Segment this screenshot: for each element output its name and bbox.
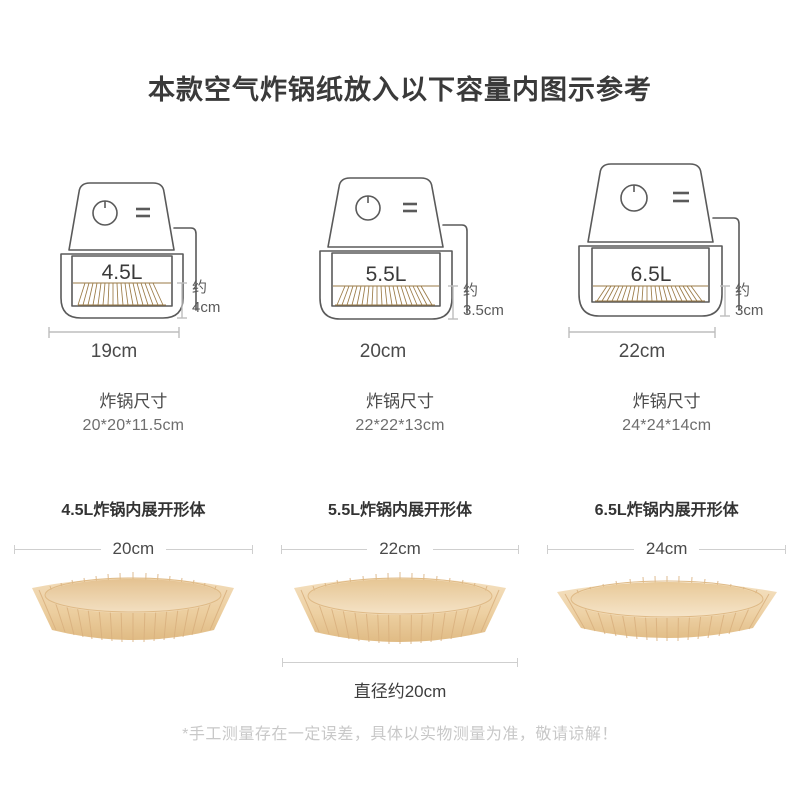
fryer-height-label-3: 3cm: [735, 302, 763, 319]
fryer-width-label-3: 22cm: [618, 341, 664, 362]
dimension-segment-left: [280, 544, 368, 554]
dimension-segment-left: [14, 544, 101, 554]
fryer-spec-title-1: 炸锅尺寸: [99, 392, 168, 411]
footer-disclaimer: *手工测量存在一定误差，具体以实物测量为准，敬请谅解！: [182, 726, 618, 743]
liner-heading-2: 5.5L炸锅内展开形体: [327, 502, 473, 519]
fryer-top-body-1: [68, 182, 176, 251]
fryer-top-body-2: [327, 177, 444, 248]
vent-lines-icon-1: [136, 207, 151, 218]
dimension-segment-right: [166, 544, 253, 554]
dimension-segment-right: [432, 544, 520, 554]
fryer-column-1: 4.5L 约 4cm 19cm: [0, 150, 267, 450]
fryer-column-3: 6.5L 约 3cm 22cm: [533, 150, 800, 450]
dial-knob-icon-2: [355, 195, 381, 221]
fryer-height-dimension-1: [177, 282, 188, 319]
paper-liner-fan-1: [73, 282, 172, 306]
fryer-height-dimension-2: [448, 285, 458, 320]
fryer-height-label-1: 4cm: [192, 299, 220, 316]
diameter-label: 直径约20cm: [353, 682, 447, 701]
liner-width-dimension-3: 24cm: [547, 539, 787, 558]
diameter-dimension-bar: [282, 653, 518, 671]
page-title: 本款空气炸锅纸放入以下容量内图示参考: [148, 75, 652, 105]
liner-width-label-1: 20cm: [112, 539, 155, 558]
fryer-diagram-1: 4.5L 约 4cm 19cm: [33, 150, 233, 380]
liner-width-dimension-1: 20cm: [14, 539, 253, 558]
fryer-spec-1: 炸锅尺寸 20*20*11.5cm: [0, 390, 267, 438]
liner-heading-3: 6.5L炸锅内展开形体: [594, 502, 739, 519]
dimension-segment-left: [547, 544, 634, 554]
fryer-spec-title-2: 炸锅尺寸: [366, 392, 434, 411]
fryer-basket-inner-3: [590, 247, 710, 303]
liner-column-1: 4.5L炸锅内展开形体 20cm: [0, 500, 267, 658]
fryer-basket-inner-1: [71, 255, 174, 307]
fryer-height-prefix-1: 约: [192, 279, 207, 296]
fryer-width-dimension-3: [567, 327, 716, 338]
fryer-width-label-1: 19cm: [91, 341, 137, 362]
fryer-spec-value-1: 20*20*11.5cm: [82, 417, 185, 434]
fryer-width-dimension-1: [48, 327, 181, 338]
fryer-top-body-3: [586, 163, 714, 243]
fryer-handle-1: [173, 227, 198, 311]
paper-liner-image-3: [556, 575, 777, 642]
paper-liner-fan-3: [592, 285, 708, 302]
fryer-spec-title-3: 炸锅尺寸: [632, 392, 701, 411]
fryer-capacity-label-1: 4.5L: [102, 261, 143, 284]
fryer-illustration-2: 5.5L 约 3.5cm 20cm: [319, 177, 504, 362]
fryer-handle-3: [711, 217, 740, 311]
fryer-capacity-label-2: 5.5L: [366, 263, 407, 286]
dimension-segment-right: [699, 544, 787, 554]
vent-lines-icon-3: [672, 191, 689, 203]
fryer-height-dimension-3: [719, 285, 730, 317]
vent-lines-icon-2: [403, 202, 417, 213]
fryer-spec-value-3: 24*24*14cm: [622, 417, 712, 434]
fryer-illustration-1: 4.5L 约 4cm 19cm: [48, 182, 221, 362]
liner-width-label-2: 22cm: [379, 539, 421, 558]
fryer-basket-outer-2: [319, 250, 453, 320]
liner-row: 4.5L炸锅内展开形体 20cm: [0, 500, 800, 658]
fryer-height-prefix-2: 约: [463, 282, 478, 299]
liner-column-3: 6.5L炸锅内展开形体 24cm: [533, 500, 800, 658]
fryer-spec-3: 炸锅尺寸 24*24*14cm: [533, 390, 800, 438]
liner-width-label-3: 24cm: [645, 539, 688, 558]
fryer-spec-2: 炸锅尺寸 22*22*13cm: [267, 390, 534, 438]
fryer-diagram-3: 6.5L 约 3cm 22cm: [557, 150, 777, 380]
liner-width-dimension-2: 22cm: [280, 539, 520, 558]
dial-knob-icon-3: [619, 184, 648, 212]
fryer-handle-2: [442, 224, 468, 314]
fryer-width-label-2: 20cm: [360, 341, 406, 362]
fryer-basket-inner-2: [331, 252, 441, 307]
paper-liner-image-2: [294, 572, 506, 645]
fryer-height-prefix-3: 约: [735, 282, 750, 299]
fryer-spec-row: 炸锅尺寸 20*20*11.5cm 炸锅尺寸 22*22*13cm 炸锅尺寸 2…: [0, 390, 800, 438]
paper-liner-fan-2: [333, 285, 439, 306]
liner-heading-1: 4.5L炸锅内展开形体: [61, 502, 206, 519]
diameter-note: 直径约20cm: [266, 653, 534, 702]
fryer-diagram-row: 4.5L 约 4cm 19cm: [0, 150, 800, 450]
paper-liner-image-1: [32, 572, 235, 643]
fryer-height-label-2: 3.5cm: [463, 302, 504, 319]
fryer-basket-outer-3: [577, 245, 723, 317]
fryer-capacity-label-3: 6.5L: [630, 263, 671, 286]
dial-knob-icon-1: [92, 200, 119, 226]
fryer-spec-value-2: 22*22*13cm: [355, 417, 445, 434]
dimension-segment-right: [400, 657, 518, 667]
fryer-column-2: 5.5L 约 3.5cm 20cm: [267, 150, 534, 450]
fryer-diagram-2: 5.5L 约 3.5cm 20cm: [295, 150, 505, 380]
liner-column-2: 5.5L炸锅内展开形体 22cm: [267, 500, 534, 658]
dimension-segment-left: [282, 657, 400, 667]
fryer-illustration-3: 6.5L 约 3cm 22cm: [567, 163, 763, 362]
